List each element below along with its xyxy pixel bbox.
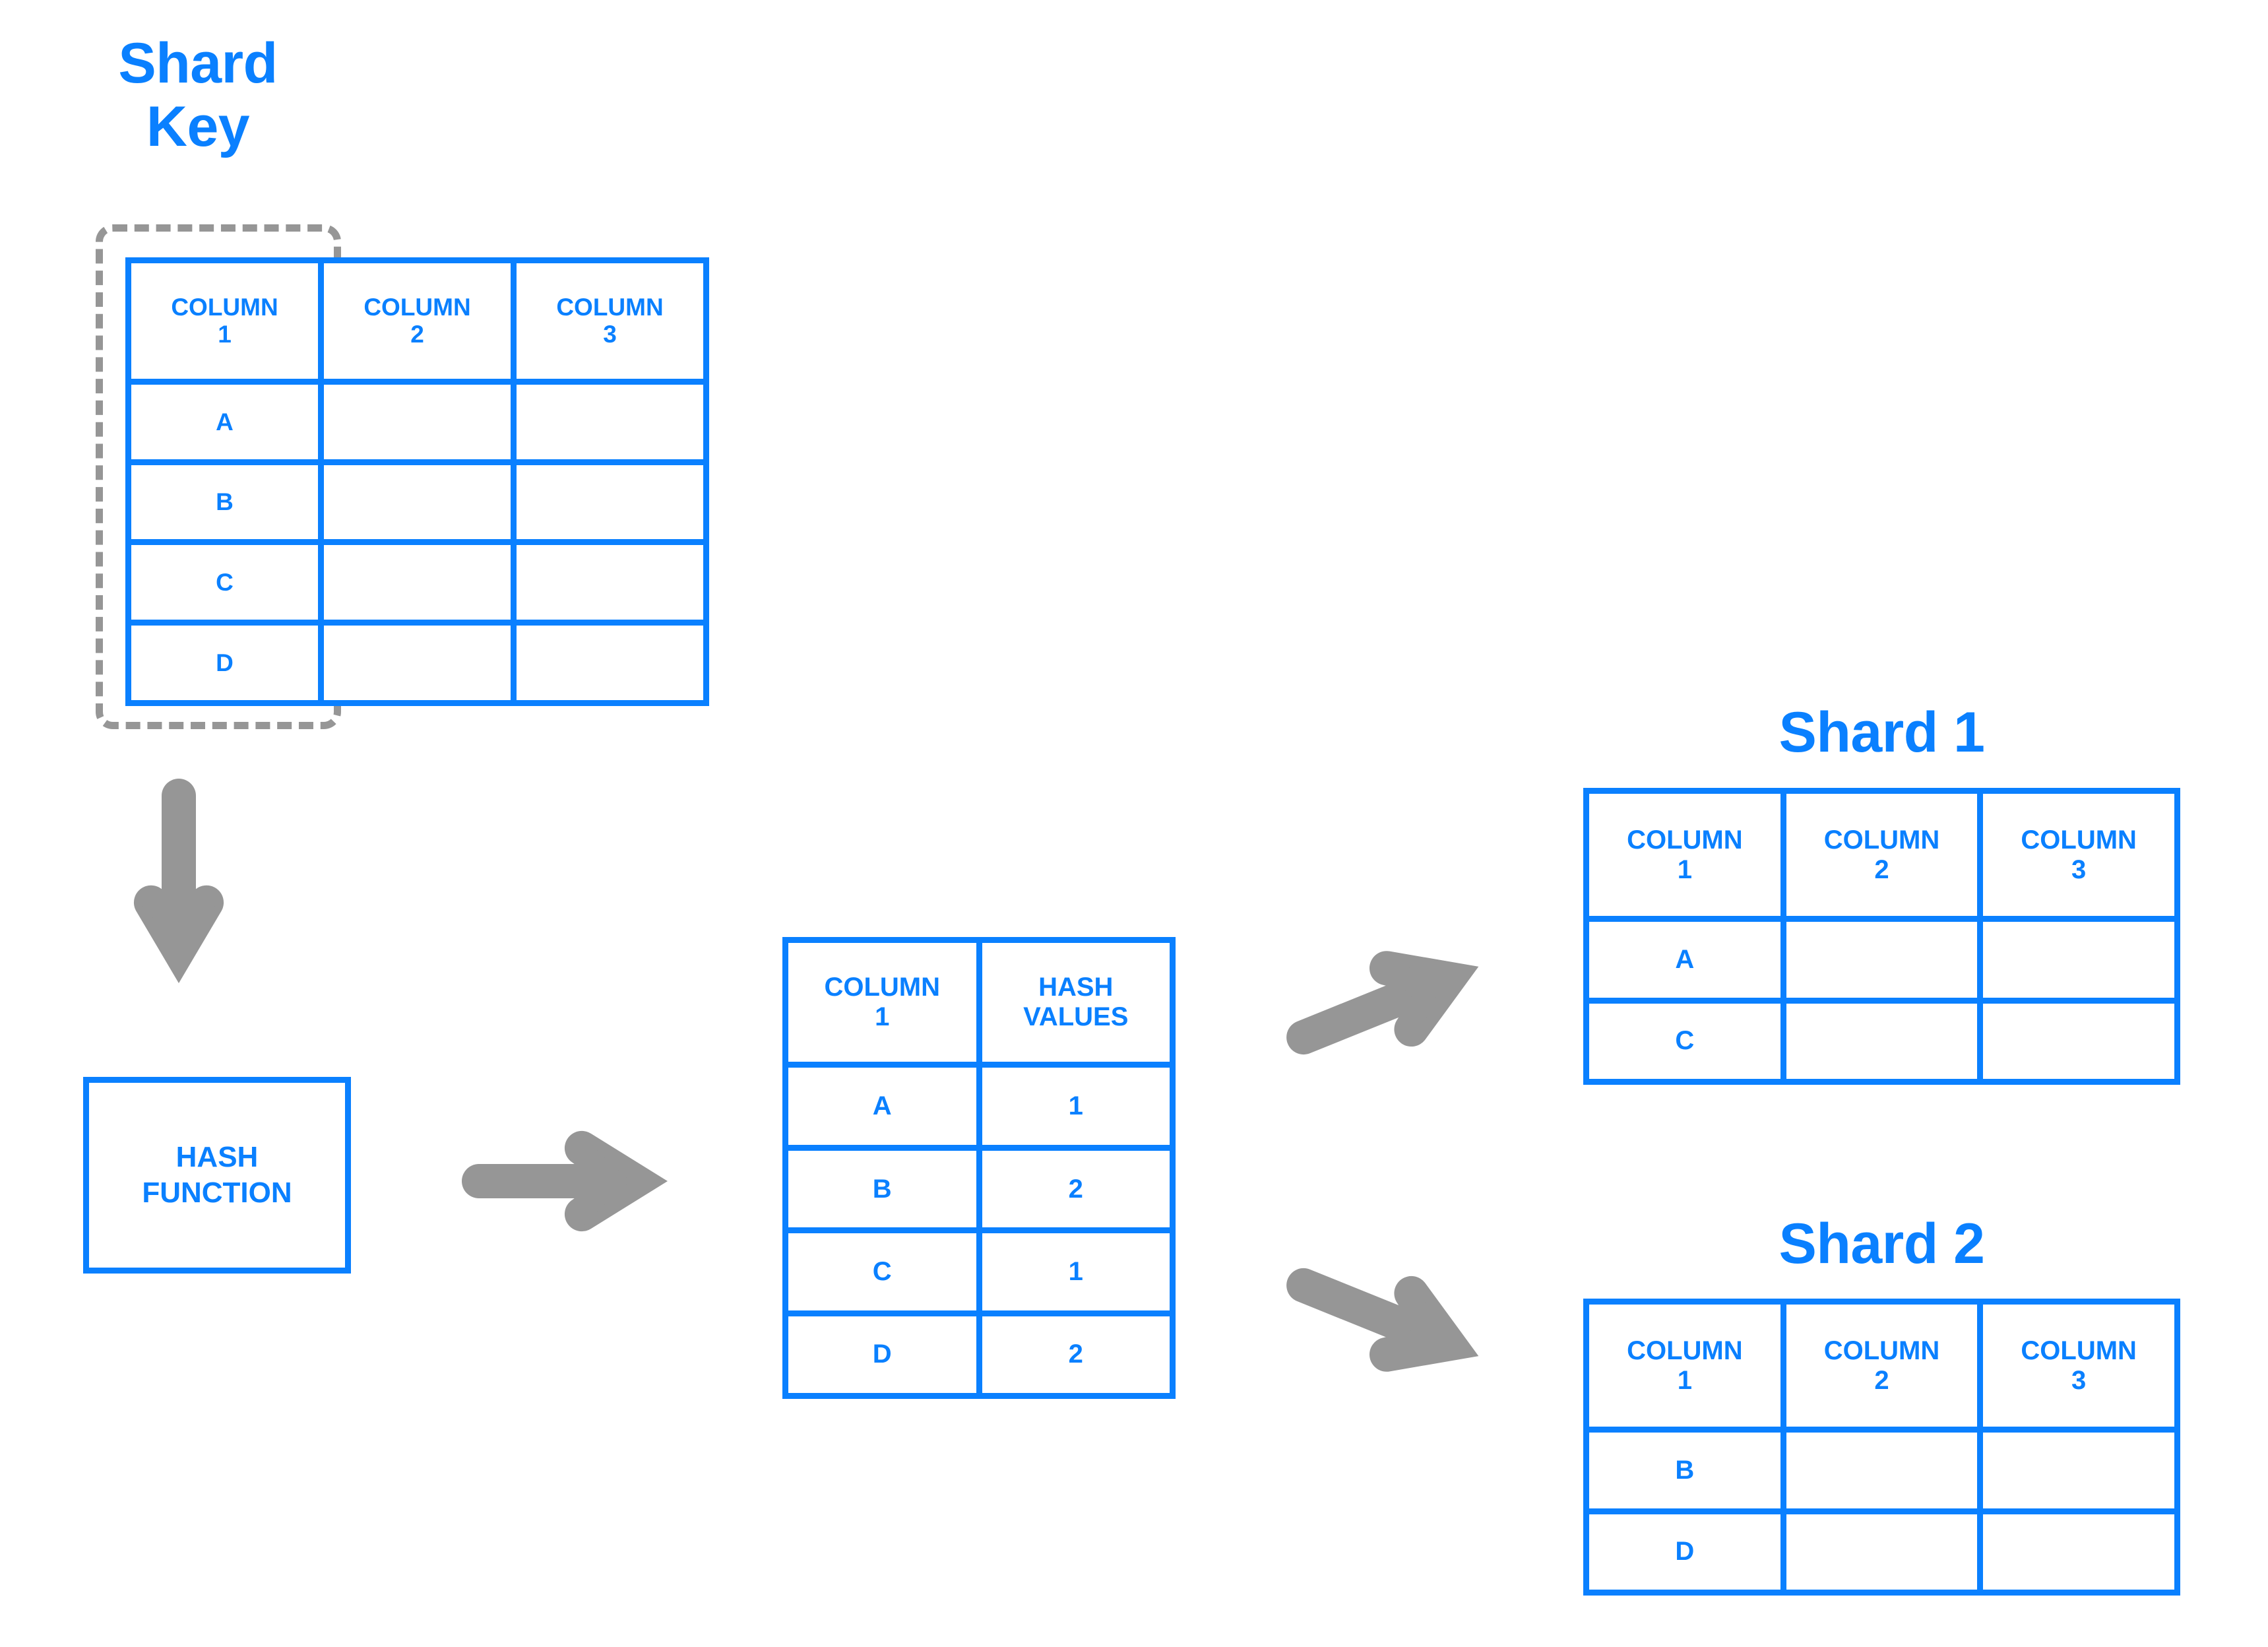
table-cell: A <box>788 1068 976 1145</box>
table-cell <box>1983 1433 2174 1508</box>
table-header-cell: COLUMN 3 <box>1983 794 2174 917</box>
table-cell: B <box>131 465 318 540</box>
table-cell: B <box>1589 1433 1780 1508</box>
table-header-cell: COLUMN 3 <box>517 263 703 379</box>
table-cell <box>324 384 511 459</box>
table-header-cell: COLUMN 1 <box>1589 794 1780 917</box>
shard-1-table: COLUMN 1 COLUMN 2 COLUMN 3 A C <box>1583 788 2180 1085</box>
hash-values-table: COLUMN 1 HASH VALUES A 1 B 2 C 1 D 2 <box>782 937 1176 1399</box>
table-cell: 1 <box>982 1233 1170 1310</box>
table-cell <box>517 626 703 700</box>
table-header-cell: COLUMN 3 <box>1983 1305 2174 1427</box>
table-cell: 2 <box>982 1150 1170 1228</box>
table-cell <box>1786 1514 1978 1590</box>
table-header-cell: COLUMN 2 <box>324 263 511 379</box>
table-header-cell: HASH VALUES <box>982 943 1170 1062</box>
table-cell: C <box>788 1233 976 1310</box>
table-header-cell: COLUMN 2 <box>1786 794 1978 917</box>
table-cell <box>324 545 511 620</box>
table-cell: A <box>1589 922 1780 998</box>
table-cell: D <box>1589 1514 1780 1590</box>
table-header-cell: COLUMN 1 <box>131 263 318 379</box>
table-header-cell: COLUMN 1 <box>1589 1305 1780 1427</box>
shard-1-title: Shard 1 <box>1779 701 1985 764</box>
table-cell: B <box>788 1150 976 1228</box>
table-cell: D <box>131 626 318 700</box>
table-cell <box>1983 1003 2174 1079</box>
table-cell <box>517 545 703 620</box>
hash-function-box: HASH FUNCTION <box>83 1077 351 1274</box>
table-cell: A <box>131 384 318 459</box>
table-cell: C <box>1589 1003 1780 1079</box>
table-cell <box>324 465 511 540</box>
arrow-down-icon <box>125 779 231 996</box>
arrow-down-right-icon <box>1280 1241 1497 1438</box>
table-cell <box>1786 1003 1978 1079</box>
arrow-right-icon <box>462 1109 679 1293</box>
table-header-cell: COLUMN 2 <box>1786 1305 1978 1427</box>
table-cell <box>517 384 703 459</box>
shard-2-table: COLUMN 1 COLUMN 2 COLUMN 3 B D <box>1583 1299 2180 1596</box>
table-cell <box>517 465 703 540</box>
table-cell <box>1983 922 2174 998</box>
table-cell: 2 <box>982 1316 1170 1393</box>
shard-2-title: Shard 2 <box>1779 1212 1985 1276</box>
table-cell <box>324 626 511 700</box>
shard-key-title: Shard Key <box>118 32 278 159</box>
table-cell: 1 <box>982 1068 1170 1145</box>
arrow-up-right-icon <box>1280 924 1497 1122</box>
table-cell <box>1786 1433 1978 1508</box>
source-table: COLUMN 1 COLUMN 2 COLUMN 3 A B C D <box>125 257 709 706</box>
table-cell: D <box>788 1316 976 1393</box>
table-header-cell: COLUMN 1 <box>788 943 976 1062</box>
table-cell <box>1983 1514 2174 1590</box>
table-cell: C <box>131 545 318 620</box>
table-cell <box>1786 922 1978 998</box>
